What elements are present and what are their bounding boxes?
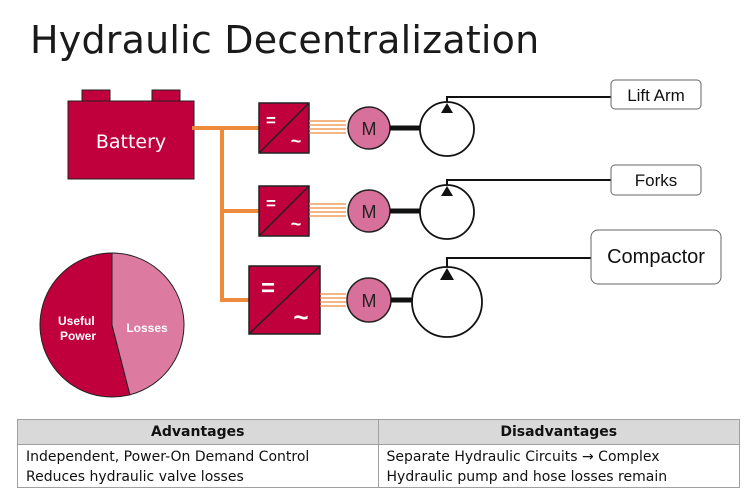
inverter-1: = ~ [258, 102, 310, 154]
power-pie-chart: Useful Power Losses [39, 252, 185, 398]
pump-1 [419, 96, 611, 157]
inverter-3: = ~ [248, 265, 321, 335]
advantages-header: Advantages [17, 419, 378, 445]
pie-label-line: Power [60, 329, 96, 343]
pie-label-line: Useful [58, 314, 95, 328]
battery: Battery [67, 89, 195, 180]
pie-slice-losses [111, 252, 185, 396]
motor-3: M [346, 277, 392, 323]
dc-bus-cables [192, 126, 260, 302]
output-label-lift-arm: Lift Arm [627, 86, 685, 105]
ac-cables-3 [320, 293, 346, 307]
ac-symbol: ~ [291, 131, 302, 151]
drive-system-diagram: Battery = ~ M [39, 79, 722, 398]
advantage-item: Reduces hydraulic valve losses [26, 469, 244, 485]
pie-label-useful-power: Useful Power [58, 314, 98, 343]
disadvantage-item: Separate Hydraulic Circuits → Complex [386, 449, 660, 465]
output-lift-arm: Lift Arm [610, 79, 702, 110]
motor-1: M [347, 106, 391, 150]
motor-label: M [362, 119, 377, 139]
pie-slice-useful-power [39, 252, 131, 398]
ac-symbol: ~ [291, 214, 302, 234]
drive-unit-forks: = ~ M Forks [258, 164, 702, 240]
drive-unit-compactor: = ~ M Compactor [248, 229, 722, 338]
motor-label: M [362, 291, 377, 311]
ac-symbol: ~ [293, 302, 308, 332]
dc-symbol: = [261, 275, 275, 302]
battery-label: Battery [96, 131, 166, 153]
motor-label: M [362, 202, 377, 222]
disadvantages-cell: Separate Hydraulic Circuits → Complex Hy… [377, 444, 740, 488]
disadvantages-header: Disadvantages [377, 419, 740, 445]
output-label-forks: Forks [635, 171, 678, 190]
output-forks: Forks [610, 164, 702, 196]
disadvantage-item: Hydraulic pump and hose losses remain [386, 469, 668, 485]
advantage-item: Independent, Power-On Demand Control [26, 449, 310, 465]
table-header-row: Advantages Disadvantages [17, 419, 740, 445]
inverter-2: = ~ [258, 185, 310, 237]
output-compactor: Compactor [590, 229, 722, 285]
advantages-table: Advantages Disadvantages Independent, Po… [17, 419, 740, 488]
advantages-cell: Independent, Power-On Demand Control Red… [17, 444, 378, 488]
dc-symbol: = [266, 194, 276, 213]
dc-symbol: = [266, 111, 276, 130]
pump-3 [411, 257, 591, 338]
page-title: Hydraulic Decentralization [30, 18, 540, 62]
ac-cables-2 [309, 203, 346, 217]
table-row: Independent, Power-On Demand Control Red… [17, 444, 740, 488]
motor-2: M [347, 189, 391, 233]
pump-2 [419, 179, 611, 240]
drive-unit-lift-arm: = ~ M Lift Arm [258, 79, 702, 157]
ac-cables-1 [309, 120, 346, 134]
output-label-compactor: Compactor [607, 246, 705, 268]
pie-label-losses: Losses [126, 321, 168, 335]
